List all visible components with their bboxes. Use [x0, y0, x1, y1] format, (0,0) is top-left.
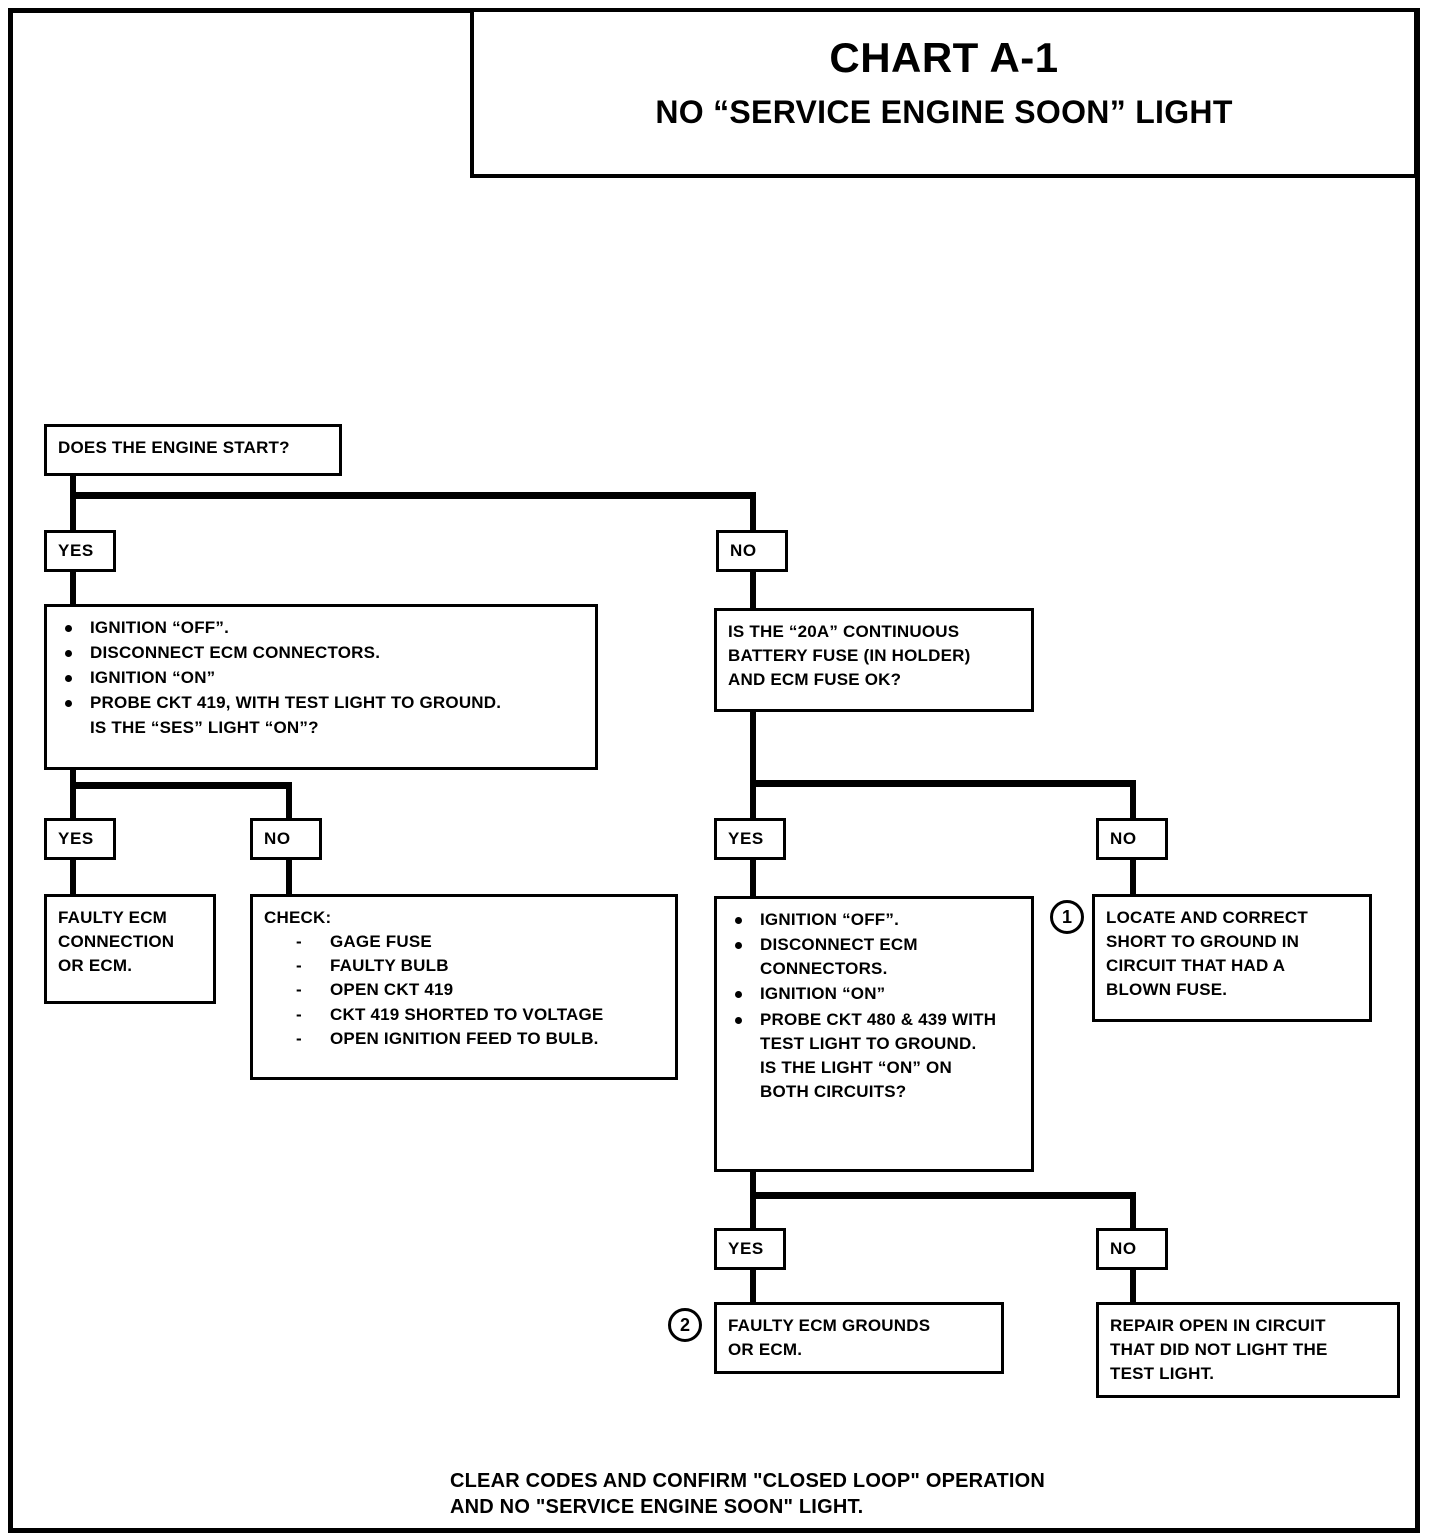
left-test-continuation: IS THE “SES” LIGHT “ON”? — [90, 717, 319, 737]
connector-start-to-no — [750, 492, 756, 532]
check-item-list: GAGE FUSE FAULTY BULB OPEN CKT 419 CKT 4… — [264, 930, 664, 1051]
list-item: FAULTY BULB — [264, 954, 664, 978]
list-item: IGNITION “OFF”. — [728, 908, 1020, 932]
right-test-continuation-2: BOTH CIRCUITS? — [760, 1081, 907, 1101]
list-item: OPEN CKT 419 — [264, 978, 664, 1002]
connector-fuse-split-no — [1130, 780, 1136, 820]
node-check-list[interactable]: CHECK: GAGE FUSE FAULTY BULB OPEN CKT 41… — [250, 894, 678, 1080]
result-line: REPAIR OPEN IN CIRCUIT — [1110, 1316, 1326, 1335]
result-line: OR ECM. — [58, 956, 133, 976]
list-item: PROBE CKT 480 & 439 WITH TEST LIGHT TO G… — [728, 1008, 1020, 1105]
connector-start-split — [70, 492, 756, 499]
result-line: THAT DID NOT LIGHT THE — [1110, 1340, 1328, 1360]
result-line: BLOWN FUSE. — [1106, 980, 1228, 1000]
node-faulty-ecm-grounds[interactable]: FAULTY ECM GROUNDS OR ECM. — [714, 1302, 1004, 1374]
connector-left-split-no — [286, 782, 292, 820]
branch-label-fuse-yes[interactable]: YES — [714, 818, 786, 860]
connector-left-test-down — [70, 768, 76, 786]
connector-right-test-down — [750, 1170, 756, 1200]
connector-start-to-yes — [70, 492, 76, 532]
chart-id: CHART A-1 — [829, 34, 1059, 81]
footer-line-2: AND NO "SERVICE ENGINE SOON" LIGHT. — [450, 1496, 864, 1519]
left-test-bullet-list: IGNITION “OFF”. DISCONNECT ECM CONNECTOR… — [58, 616, 584, 740]
list-item: OPEN IGNITION FEED TO BULB. — [264, 1027, 664, 1051]
result-line: CIRCUIT THAT HAD A — [1106, 956, 1286, 976]
branch-label-start-yes[interactable]: YES — [44, 530, 116, 572]
connector-left-no-result — [286, 858, 292, 896]
result-line: FAULTY ECM — [58, 908, 168, 927]
result-line: TEST LIGHT. — [1110, 1364, 1215, 1384]
start-question-text: DOES THE ENGINE START? — [58, 438, 290, 457]
check-heading: CHECK: — [264, 908, 332, 927]
node-faulty-ecm-connection[interactable]: FAULTY ECM CONNECTION OR ECM. — [44, 894, 216, 1004]
list-item: PROBE CKT 419, WITH TEST LIGHT TO GROUND… — [58, 691, 584, 739]
connector-right-bottom-split — [750, 1192, 1136, 1199]
branch-label-start-no[interactable]: NO — [716, 530, 788, 572]
branch-label-text: NO — [264, 829, 291, 848]
node-blown-fuse-result[interactable]: LOCATE AND CORRECT SHORT TO GROUND IN CI… — [1092, 894, 1372, 1022]
list-item: IGNITION “ON” — [58, 666, 584, 690]
result-line: CONNECTION — [58, 932, 175, 952]
connector-bottom-split-yes — [750, 1192, 756, 1230]
node-fuse-question[interactable]: IS THE “20A” CONTINUOUS BATTERY FUSE (IN… — [714, 608, 1034, 712]
result-line: FAULTY ECM GROUNDS — [728, 1316, 931, 1335]
connector-left-split-yes — [70, 782, 76, 820]
right-test-bullet-list: IGNITION “OFF”. DISCONNECT ECM CONNECTOR… — [728, 908, 1020, 1104]
connector-fuse-split — [750, 780, 1136, 787]
node-start-question[interactable]: DOES THE ENGINE START? — [44, 424, 342, 476]
connector-left-split — [70, 782, 292, 789]
connector-start-down — [70, 474, 76, 498]
result-line: SHORT TO GROUND IN — [1106, 932, 1300, 952]
connector-yes-to-left-test — [70, 570, 76, 606]
connector-left-yes-result — [70, 858, 76, 896]
branch-label-text: YES — [58, 829, 94, 848]
callout-number: 2 — [679, 1314, 690, 1335]
list-item: GAGE FUSE — [264, 930, 664, 954]
list-item: DISCONNECT ECM CONNECTORS. — [58, 641, 584, 665]
list-item: IGNITION “OFF”. — [58, 616, 584, 640]
node-left-test-procedure[interactable]: IGNITION “OFF”. DISCONNECT ECM CONNECTOR… — [44, 604, 598, 770]
callout-circle-1: 1 — [1050, 900, 1084, 934]
list-item: IGNITION “ON” — [728, 982, 1020, 1006]
branch-label-left-no[interactable]: NO — [250, 818, 322, 860]
result-line: OR ECM. — [728, 1340, 803, 1360]
chart-title-box: CHART A-1 NO “SERVICE ENGINE SOON” LIGHT — [470, 8, 1418, 178]
connector-no-to-fuse-question — [750, 570, 756, 610]
node-right-test-procedure[interactable]: IGNITION “OFF”. DISCONNECT ECM CONNECTOR… — [714, 896, 1034, 1172]
node-repair-open-result[interactable]: REPAIR OPEN IN CIRCUIT THAT DID NOT LIGH… — [1096, 1302, 1400, 1398]
callout-circle-2: 2 — [668, 1308, 702, 1342]
callout-number: 1 — [1061, 906, 1072, 927]
connector-fuse-no-to-result — [1130, 858, 1136, 896]
result-line: LOCATE AND CORRECT — [1106, 908, 1308, 927]
right-test-continuation-1: IS THE LIGHT “ON” ON — [760, 1057, 952, 1077]
branch-label-text: YES — [58, 541, 94, 560]
question-line: AND ECM FUSE OK? — [728, 670, 902, 690]
branch-label-text: NO — [1110, 1239, 1137, 1258]
connector-fuse-split-yes — [750, 780, 756, 820]
footer-line-1: CLEAR CODES AND CONFIRM "CLOSED LOOP" OP… — [450, 1470, 1046, 1492]
branch-label-text: YES — [728, 1239, 764, 1258]
page-title: NO “SERVICE ENGINE SOON” LIGHT — [655, 94, 1233, 131]
list-item: CKT 419 SHORTED TO VOLTAGE — [264, 1003, 664, 1027]
connector-bottom-no-result — [1130, 1268, 1136, 1304]
connector-bottom-split-no — [1130, 1192, 1136, 1230]
footer-note: CLEAR CODES AND CONFIRM "CLOSED LOOP" OP… — [450, 1468, 1045, 1521]
branch-label-text: NO — [730, 541, 757, 560]
list-item: DISCONNECT ECM CONNECTORS. — [728, 933, 1020, 981]
connector-bottom-yes-result — [750, 1268, 756, 1304]
branch-label-text: NO — [1110, 829, 1137, 848]
branch-label-bottom-yes[interactable]: YES — [714, 1228, 786, 1270]
connector-fuse-down — [750, 708, 756, 786]
question-line: IS THE “20A” CONTINUOUS — [728, 622, 960, 641]
branch-label-bottom-no[interactable]: NO — [1096, 1228, 1168, 1270]
branch-label-text: YES — [728, 829, 764, 848]
connector-fuse-yes-to-test — [750, 858, 756, 898]
branch-label-fuse-no[interactable]: NO — [1096, 818, 1168, 860]
question-line: BATTERY FUSE (IN HOLDER) — [728, 646, 971, 666]
branch-label-left-yes[interactable]: YES — [44, 818, 116, 860]
